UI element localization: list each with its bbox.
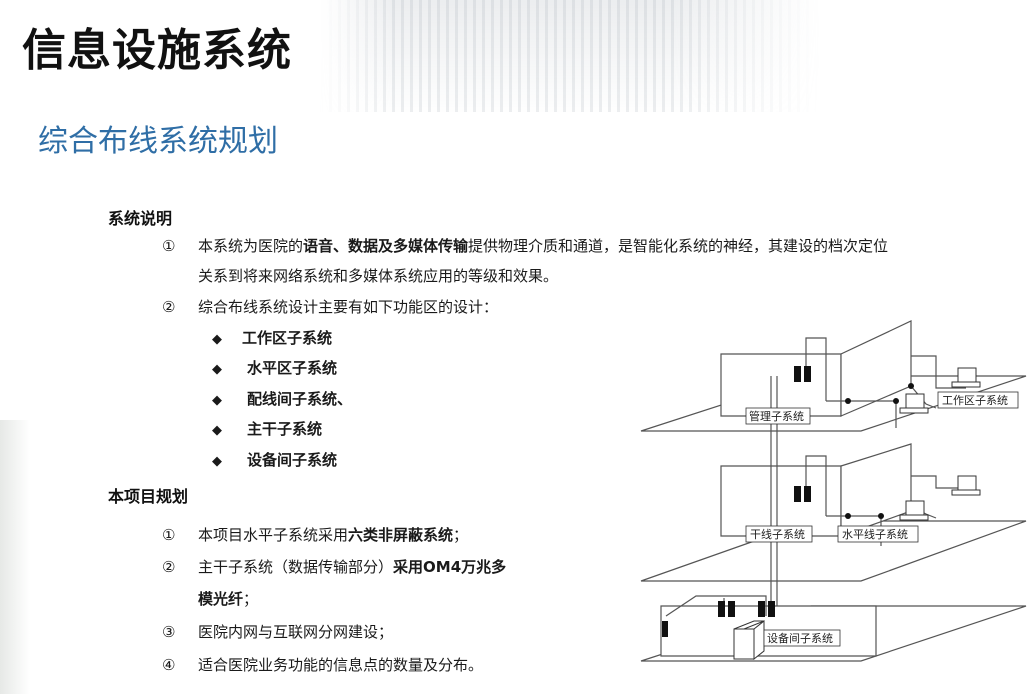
bullet-item: ◆ 工作区子系统 <box>212 327 332 348</box>
plan-item-4: ④ 适合医院业务功能的信息点的数量及分布。 <box>162 654 483 675</box>
item-bold-text: 模光纤 <box>198 590 244 608</box>
item-text: ； <box>243 590 259 608</box>
description-item-2: ② 综合布线系统设计主要有如下功能区的设计： <box>162 296 498 317</box>
page-title: 信息设施系统 <box>22 25 292 76</box>
item-text: ； <box>453 526 469 544</box>
item-text: 主干子系统（数据传输部分） <box>198 558 394 576</box>
item-bold-text: 语音、数据及多媒体传输 <box>303 237 469 255</box>
item-number: ① <box>162 526 176 544</box>
diamond-bullet-icon: ◆ <box>212 362 222 377</box>
item-text: 综合布线系统设计主要有如下功能区的设计： <box>198 298 499 316</box>
patch-panel <box>758 601 765 617</box>
computer-icon <box>905 393 925 409</box>
diamond-bullet-icon: ◆ <box>212 393 222 408</box>
label-work-area-subsystem: 工作区子系统 <box>942 394 1008 407</box>
bullet-text: 主干子系统 <box>247 420 323 438</box>
description-item-1-line2: 关系到将来网络系统和多媒体系统应用的等级和效果。 <box>198 267 559 285</box>
bullet-item: ◆ 配线间子系统、 <box>212 388 352 409</box>
outlet-dot <box>878 513 884 519</box>
patch-panel <box>768 601 775 617</box>
label-equipment-room-subsystem: 设备间子系统 <box>767 631 833 645</box>
cabling-system-diagram: 管理子系统 工作区子系统 干线子系统 水平线子系统 设备间子系统 <box>640 320 1027 662</box>
bullet-item: ◆ 水平区子系统 <box>212 357 337 378</box>
item-number: ② <box>162 558 176 576</box>
item-number: ② <box>162 298 176 316</box>
computer-icon <box>905 500 925 516</box>
item-text: 提供物理介质和通道，是智能化系统的神经，其建设的档次定位 <box>468 237 889 255</box>
wall-left-middle <box>720 465 842 537</box>
computer-icon <box>957 367 977 383</box>
item-bold-text: 六类非屏蔽系统 <box>348 526 454 544</box>
label-trunk-subsystem: 干线子系统 <box>750 527 805 541</box>
patch-panel <box>794 366 801 382</box>
plan-item-1: ① 本项目水平子系统采用六类非屏蔽系统； <box>162 524 468 545</box>
patch-panel <box>804 486 811 502</box>
item-number: ④ <box>162 656 176 674</box>
outlet-dot <box>845 398 851 404</box>
item-bold-text: 采用OM4万兆多 <box>393 558 507 576</box>
item-text: 本系统为医院的 <box>198 237 304 255</box>
label-admin-subsystem: 管理子系统 <box>749 409 804 423</box>
patch-panel <box>794 486 801 502</box>
section-heading-plan: 本项目规划 <box>108 487 189 506</box>
outlet-dot <box>845 513 851 519</box>
header-background-image <box>320 0 820 112</box>
item-number: ① <box>162 237 176 255</box>
section-subtitle: 综合布线系统规划 <box>38 124 278 159</box>
bullet-text: 配线间子系统、 <box>247 390 353 408</box>
bullet-text: 工作区子系统 <box>242 329 333 347</box>
bullet-item: ◆ 主干子系统 <box>212 418 322 439</box>
patch-panel <box>662 621 668 637</box>
plan-item-2-line2: 模光纤； <box>198 588 258 609</box>
diamond-bullet-icon: ◆ <box>212 454 222 469</box>
bullet-text: 设备间子系统 <box>247 451 338 469</box>
section-heading-description: 系统说明 <box>108 209 173 228</box>
wall-right-middle <box>840 443 912 537</box>
computer-icon <box>957 475 977 491</box>
description-item-1: ① 本系统为医院的语音、数据及多媒体传输提供物理介质和通道，是智能化系统的神经，其… <box>162 235 888 256</box>
patch-panel <box>728 601 735 617</box>
bullet-text: 水平区子系统 <box>247 359 338 377</box>
diamond-bullet-icon: ◆ <box>212 332 222 347</box>
item-text: 本项目水平子系统采用 <box>198 526 349 544</box>
patch-panel <box>804 366 811 382</box>
item-number: ③ <box>162 623 176 641</box>
wall-right-top <box>840 320 912 417</box>
wall-left-top <box>720 353 842 417</box>
label-horizontal-subsystem: 水平线子系统 <box>842 527 908 541</box>
outlet-dot <box>893 398 899 404</box>
plan-item-3: ③ 医院内网与互联网分网建设； <box>162 621 393 642</box>
patch-panel <box>718 601 725 617</box>
item-text: 医院内网与互联网分网建设； <box>198 623 394 641</box>
left-background-image <box>0 420 30 694</box>
item-text: 适合医院业务功能的信息点的数量及分布。 <box>198 656 484 674</box>
plan-item-2: ② 主干子系统（数据传输部分）采用OM4万兆多 <box>162 556 506 577</box>
diamond-bullet-icon: ◆ <box>212 423 222 438</box>
bullet-item: ◆ 设备间子系统 <box>212 449 337 470</box>
outlet-dot <box>908 383 914 389</box>
